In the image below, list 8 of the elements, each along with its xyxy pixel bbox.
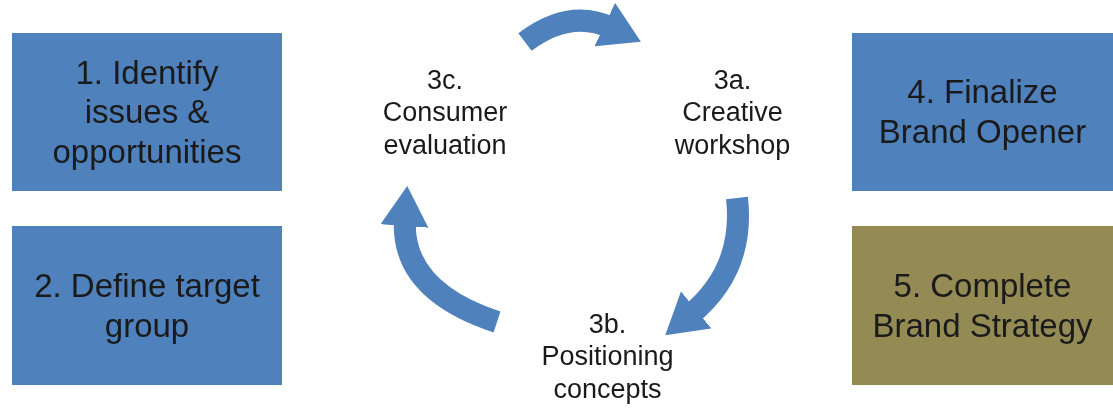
process-box: 2. Define target group [12,226,282,385]
process-box: 4. Finalize Brand Opener [852,33,1113,191]
cycle-step-label: 3c. Consumer evaluation [375,55,515,170]
process-box: 5. Complete Brand Strategy [852,226,1113,385]
curved-arrow [380,186,501,333]
cycle-step-label: 3a. Creative workshop [665,55,800,170]
cycle-step-label: 3b. Positioning concepts [520,300,695,413]
process-box: 1. Identify issues & opportunities [12,33,282,191]
